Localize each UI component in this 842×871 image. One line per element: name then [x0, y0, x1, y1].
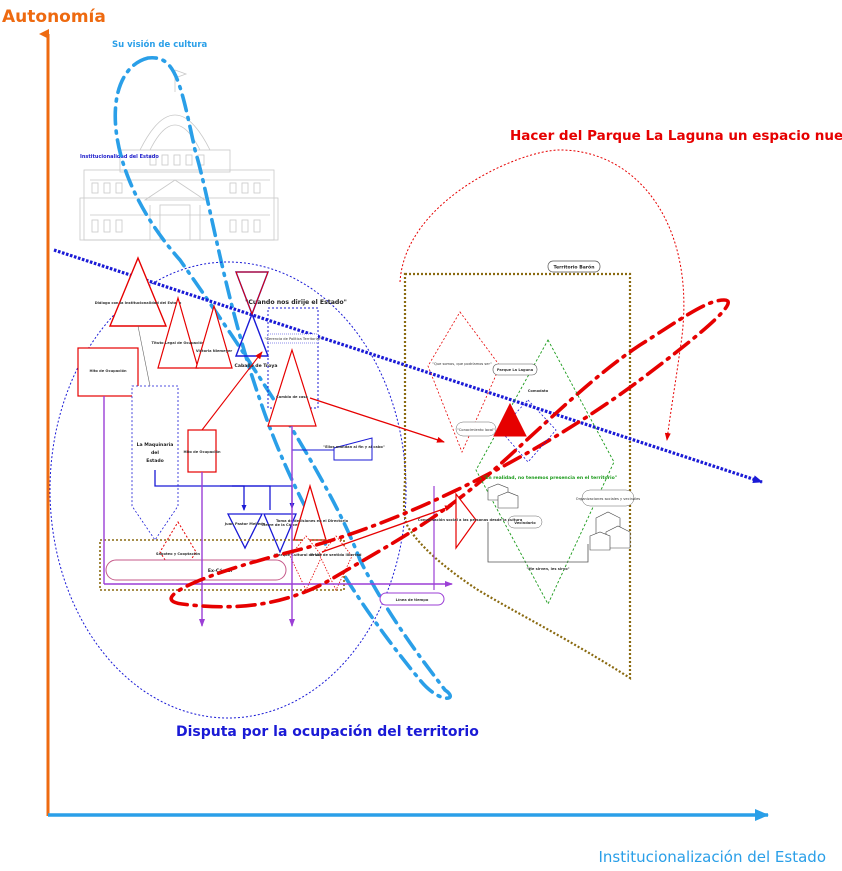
tituto-legal-label: Tituto Legal de Ocupación: [152, 341, 205, 345]
hacer-parque-arch: [399, 149, 685, 441]
parque-laguna-box: [492, 363, 538, 376]
hito-ocupacion2-box: [187, 429, 217, 473]
center-red-triangle: [493, 402, 527, 437]
territorio-baron-label: Territorio Barón: [554, 264, 595, 271]
linea-tiempo-box: [379, 592, 445, 606]
toma-decisiones-label: Toma de decisiones en el Directorio: [276, 519, 349, 523]
institucionalidad-building-icon: [79, 69, 279, 241]
cierre-triangle: [263, 513, 297, 554]
ellos-mandan-label: "Ellos mandan al fin y al cabo": [323, 445, 385, 449]
me-sirven-bracket: [487, 522, 589, 563]
maquinaria-label-2: del: [151, 450, 159, 456]
vision-cultura-loop: [113, 56, 452, 700]
hito-ocupacion-label: Hito de Ocupación: [89, 369, 127, 373]
vecindario-houses-icon: [487, 483, 519, 509]
hito-ocupacion-box: [77, 347, 139, 397]
hito-ocupacion2-label: Hito de Ocupación: [183, 450, 221, 454]
red-arrow-hito: [201, 351, 263, 431]
vecindario-box: [507, 515, 543, 529]
victoria-triangle: [195, 303, 233, 369]
ex-carcel-pill: [105, 559, 287, 581]
hacer-parque-title: Hacer del Parque La Laguna un espacio nu…: [510, 128, 842, 144]
maquinaria-label-1: La Maquinaria: [137, 442, 174, 448]
cierre-label: Cierre de la Cárcel: [261, 523, 298, 527]
conversacion-triangle: [455, 492, 477, 550]
institucionalidad-label: Institucionalidad del Estado: [80, 154, 159, 160]
cuando-box: [267, 307, 319, 409]
ex-carcel-label: Ex-Cárcel: [208, 567, 233, 574]
saboteo-label: Saboteo y Cooptación: [156, 552, 201, 556]
y-axis-label: Autonomía: [2, 7, 106, 27]
caballo-troya-label: Caballo de Troya: [235, 363, 278, 369]
linea-tiempo-label: Línea de tiempo: [396, 598, 429, 602]
conocimiento-box: [455, 421, 497, 437]
parque-cultural-label: "Parque Cultural de Valparaíso": [274, 553, 338, 557]
conocimiento-label: "Conocimiento local": [457, 428, 495, 432]
conversacion-label: Conversación social a las personas desde…: [418, 518, 523, 522]
maquinaria-shape: [131, 385, 179, 541]
red-arrow-cambio: [309, 397, 445, 443]
cambio-casa-triangle: [267, 348, 317, 427]
victoria-label: Victoria Niemeyer: [196, 349, 233, 353]
en-realidad-label: "En realidad, no tenemos presencia en el…: [483, 475, 617, 481]
crisis-label: Crisis de sentido libertad: [310, 553, 361, 557]
cuando-nos-dirije-label: "Cuando nos dirije el Estado": [245, 299, 347, 306]
dialogo-triangle: [108, 256, 168, 327]
parque-laguna-label: Parque La Laguna: [497, 368, 534, 372]
tituto-legal-triangle: [157, 295, 199, 369]
state-line: [53, 248, 763, 484]
red-arrow-decisiones: [321, 505, 453, 553]
organizaciones-box: [581, 489, 635, 507]
disputa-ellipse: [49, 261, 407, 719]
gerencia-box: [267, 333, 319, 344]
que-somos-label: "Que somos, que podríamos ser": [432, 362, 492, 366]
red-arrow-dialogo: [137, 325, 151, 387]
juan-pastor-triangle: [226, 513, 264, 550]
comodato-label: Comodato: [528, 389, 549, 393]
que-somos-diamond: [427, 311, 501, 454]
green-diamond-1: [475, 339, 615, 606]
me-sirven-label: "Me sirven, les sirvo": [526, 567, 569, 571]
organizaciones-label: Organizaciones sociales y vecinales: [576, 497, 641, 501]
vision-cultura-title: Su visión de cultura: [112, 39, 208, 50]
maquinaria-label-3: Estado: [146, 458, 164, 464]
territorio-baron-box: [547, 260, 601, 273]
dialogo-label: Diálogo con la Institucionalidad del Est…: [95, 301, 182, 305]
x-axis-label: Institucionalización del Estado: [599, 848, 827, 866]
maquinaria-connector-2: [220, 485, 247, 511]
maquinaria-connector-3: [232, 485, 271, 510]
disputa-title: Disputa por la ocupación del territorio: [176, 724, 479, 740]
gerencia-label: "Gerencia de Política Territorial": [264, 337, 321, 341]
vecindario-label: Vecindario: [514, 521, 536, 525]
hacer-parque-loop: [169, 298, 731, 609]
juan-pastor-label: Juan Pastor Melleda: [224, 522, 266, 526]
organizaciones-houses-icon: [589, 511, 631, 551]
cambio-casa-label: Cambio de casa: [276, 395, 308, 399]
ellos-mandan-shape: [333, 437, 373, 461]
